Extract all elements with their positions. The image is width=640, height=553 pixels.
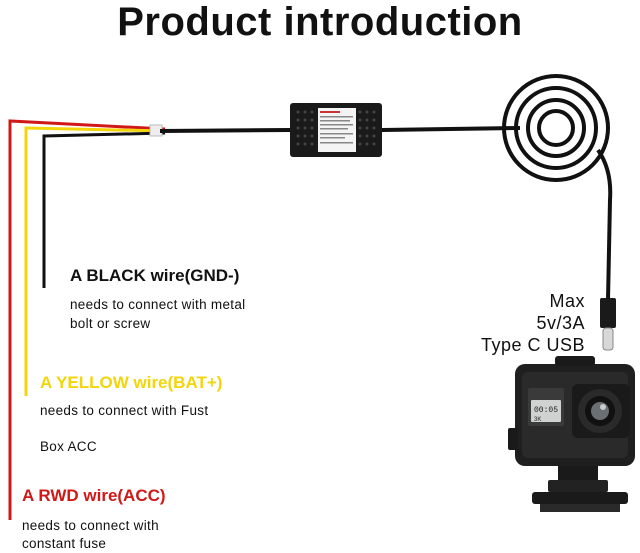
output-spec: Max 5v/3A Type C USB [481,290,585,356]
yellow-wire [26,128,165,396]
action-camera: 00:05 3K [508,356,635,512]
camera-screen-mode: 3K [534,417,541,423]
black-wire [44,133,165,288]
spec-line-rating: 5v/3A [481,312,585,334]
usb-c-plug [600,298,616,350]
black-wire-desc-line-1: needs to connect with metal [70,297,245,312]
camera-screen-time: 00:05 [534,406,558,415]
yellow-wire-desc-line-2: Box ACC [40,439,97,454]
red-wire-desc-line-2: constant fuse [22,536,106,551]
converter-label-sticker [318,108,356,152]
yellow-wire-desc-line-1: needs to connect with Fust [40,403,208,418]
red-wire-label: A RWD wire(ACC) [22,486,166,506]
converter-box [290,103,382,157]
red-wire-desc-line-1: needs to connect with [22,518,159,533]
spec-line-connector: Type C USB [481,334,585,356]
black-wire-label: A BLACK wire(GND-) [70,266,239,286]
black-wire-desc-line-2: bolt or screw [70,316,150,331]
yellow-wire-label: A YELLOW wire(BAT+) [40,373,222,393]
spec-line-max: Max [481,290,585,312]
